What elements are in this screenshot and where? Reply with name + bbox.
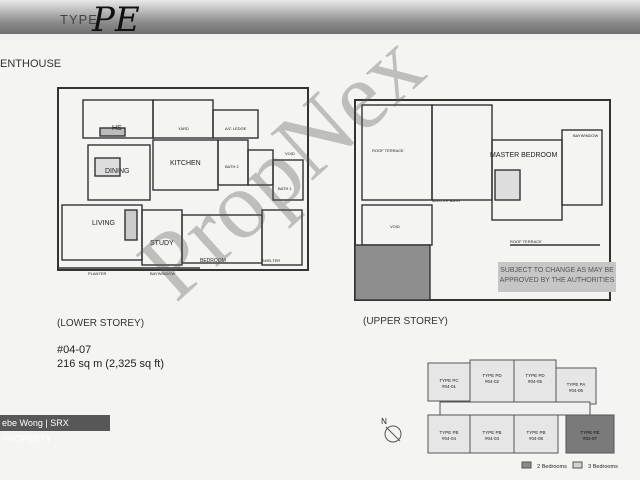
room-bath1: [272, 159, 304, 201]
room-shelter: [261, 209, 303, 266]
dining-table: [94, 157, 121, 177]
label-master-bath: MASTER BATH: [432, 198, 460, 203]
key-no-5: #04-04: [442, 436, 457, 441]
key-no-6: #04-03: [485, 436, 500, 441]
authority-stamp: SUBJECT TO CHANGE AS MAY BE APPROVED BY …: [498, 262, 616, 292]
key-corridor: [439, 401, 591, 416]
type-label: TYPE: [60, 12, 98, 27]
key-no-1: #04-01: [442, 384, 457, 389]
north-arrow-circle: [384, 425, 402, 443]
key-type-6: TYPE PB: [482, 430, 501, 435]
key-no-8: #04-07: [583, 436, 598, 441]
label-roof-terrace-2: ROOF TERRACE: [510, 239, 542, 244]
stamp-line-1: SUBJECT TO CHANGE AS MAY BE: [500, 267, 614, 274]
legend-swatch-2bed: [521, 461, 532, 469]
title-bar: [0, 0, 640, 40]
unit-info: #04-07 216 sq m (2,325 sq ft): [57, 343, 164, 371]
hs-bed: [99, 127, 126, 137]
label-hs: HS: [112, 125, 122, 132]
lower-storey-caption: (LOWER STOREY): [57, 318, 145, 329]
room-void-lower: [247, 149, 274, 186]
key-plan-labels: TYPE PC #04-01 TYPE PD #04-02 TYPE PD #0…: [381, 373, 618, 470]
north-label: N: [381, 417, 387, 426]
unit-number: #04-07: [57, 344, 92, 356]
legend-label-2bed: 2 Bedrooms: [537, 464, 567, 470]
key-unit-pd1: [469, 359, 515, 403]
section-heading: ENTHOUSE: [0, 58, 62, 70]
key-plan: [384, 359, 615, 469]
key-type-1: TYPE PC: [439, 378, 459, 383]
label-kitchen: KITCHEN: [170, 160, 201, 167]
room-master-bath: [431, 104, 493, 201]
label-dining: DINING: [105, 168, 130, 175]
lower-outline: [57, 87, 309, 271]
label-void: VOID: [285, 151, 295, 156]
label-shelter: SHELTER: [262, 258, 280, 263]
north-arrow-line: [385, 426, 401, 442]
stamp-line-2: APPROVED BY THE AUTHORITIES: [499, 277, 615, 284]
key-type-5: TYPE PB: [439, 430, 458, 435]
lower-labels: HS YARD A/C LEDGE KITCHEN DINING LIVING …: [88, 125, 295, 276]
label-void-upper: VOID: [390, 224, 400, 229]
room-bedroom: [181, 214, 263, 264]
room-bath2: [217, 139, 249, 186]
upper-storey-caption: (UPPER STOREY): [363, 316, 448, 327]
photo-credit: ebe Wong | SRX PROPERTY: [0, 415, 110, 444]
room-yard: [152, 99, 214, 139]
key-unit-pb3: [513, 414, 559, 454]
unit-area: 216 sq m (2,325 sq ft): [57, 358, 164, 370]
key-unit-pd2: [513, 359, 557, 403]
key-unit-pc: [427, 362, 471, 402]
key-unit-pe-highlight: [565, 414, 615, 454]
label-master-bedroom: MASTER BEDROOM: [490, 152, 557, 159]
key-type-8: TYPE PE: [580, 430, 599, 435]
label-baywindow: BAYWINDOW: [150, 271, 175, 276]
room-study: [141, 209, 183, 266]
key-type-7: TYPE PB: [526, 430, 545, 435]
label-baywindow-upper: BAYWINDOW: [573, 133, 598, 138]
master-bed: [494, 169, 521, 201]
label-bath2: BATH 2: [225, 164, 239, 169]
key-no-7: #04-08: [529, 436, 544, 441]
key-type-2: TYPE PD: [482, 373, 502, 378]
legend-swatch-3bed: [572, 461, 583, 469]
label-living: LIVING: [92, 220, 115, 227]
key-no-2: #04-02: [485, 379, 500, 384]
label-ac-ledge: A/C LEDGE: [225, 126, 247, 131]
label-bath1: BATH 1: [278, 186, 292, 191]
label-planter: PLANTER: [88, 271, 107, 276]
type-value-handwritten: PE: [92, 0, 140, 40]
key-type-4: TYPE PA: [567, 382, 586, 387]
lower-storey-plan: [57, 87, 309, 271]
key-no-3: #04-05: [528, 379, 543, 384]
living-sofa: [124, 209, 138, 241]
label-roof-terrace: ROOF TERRACE: [372, 148, 404, 153]
roof-shade: [354, 244, 431, 301]
label-study: STUDY: [150, 240, 174, 247]
upper-labels: ROOF TERRACE MASTER BEDROOM MASTER BATH …: [372, 133, 598, 244]
upper-outline: [354, 99, 611, 301]
room-stair: [561, 129, 603, 206]
key-no-4: #04-06: [569, 388, 584, 393]
room-ac-ledge: [212, 109, 259, 139]
room-dining: [87, 144, 151, 201]
legend-label-3bed: 3 Bedrooms: [588, 464, 618, 470]
key-type-3: TYPE PD: [525, 373, 545, 378]
label-yard: YARD: [178, 126, 189, 131]
title-bar-stripe: [0, 34, 640, 40]
label-bedroom: BEDROOM: [200, 258, 226, 264]
upper-storey-plan: [354, 99, 611, 301]
